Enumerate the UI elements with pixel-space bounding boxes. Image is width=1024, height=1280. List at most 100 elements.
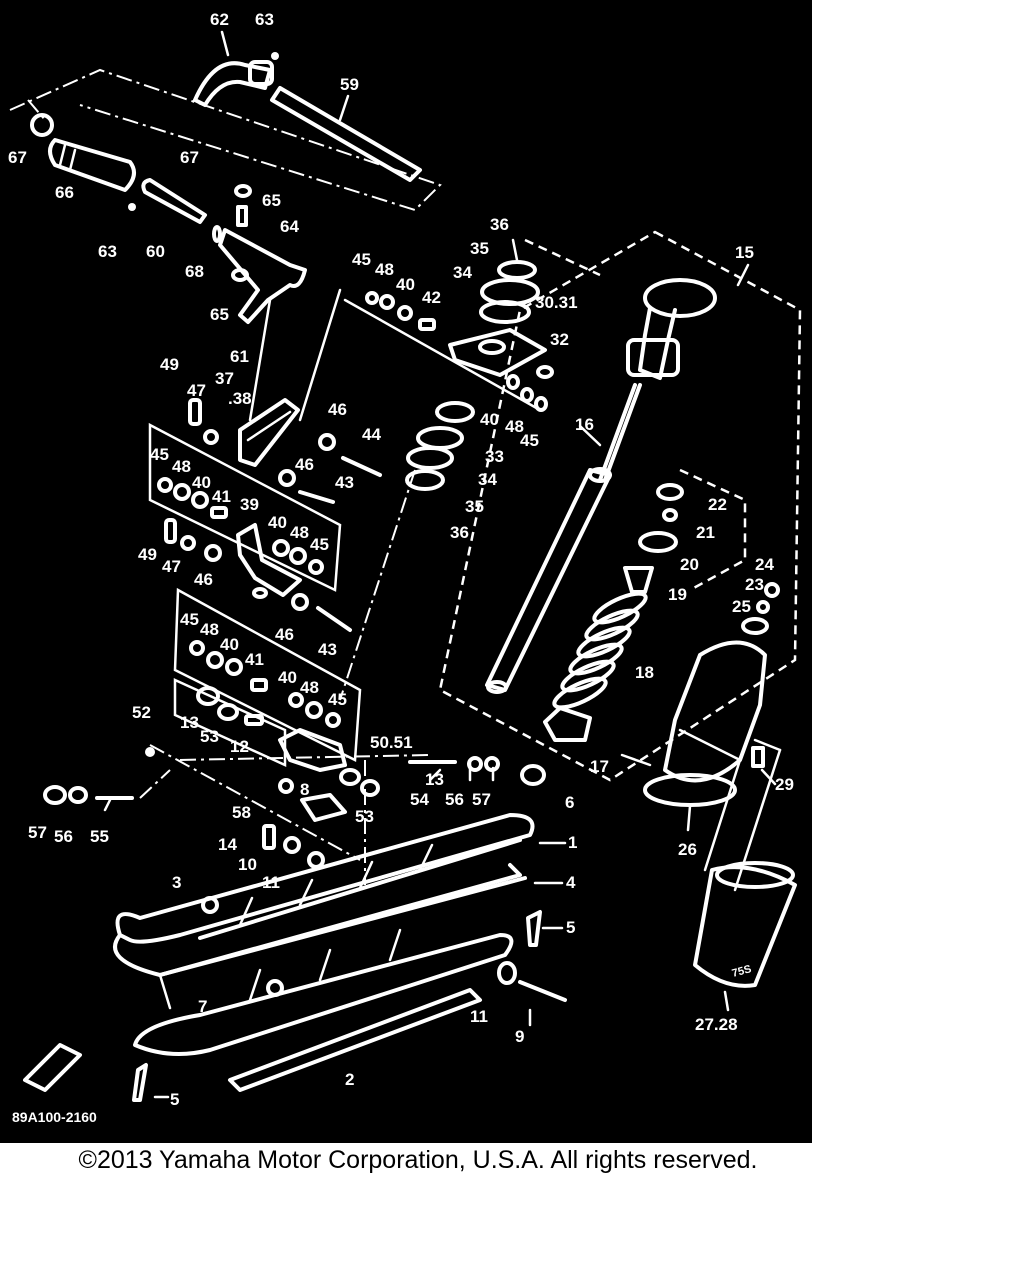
callout-20: 20 bbox=[680, 555, 699, 574]
torque-arm-assembly bbox=[30, 52, 422, 467]
callout-48-top: 48 bbox=[375, 260, 394, 279]
callout-45-lower-left: 45 bbox=[180, 610, 199, 629]
callout-64: 64 bbox=[280, 217, 299, 236]
callout-65-top: 65 bbox=[262, 191, 281, 210]
callout-58: 58 bbox=[232, 803, 251, 822]
callout-5-right: 5 bbox=[566, 918, 575, 937]
callout-25: 25 bbox=[732, 597, 751, 616]
callout-67-left: 67 bbox=[8, 148, 27, 167]
callout-41-top: 41 bbox=[212, 487, 231, 506]
callout-27-28: 27.28 bbox=[695, 1015, 738, 1034]
callout-40-right: 40 bbox=[268, 513, 287, 532]
callout-45-mid: 45 bbox=[520, 431, 539, 450]
slide-rail bbox=[23, 813, 567, 1102]
callout-62: 62 bbox=[210, 10, 229, 29]
callout-13-right: 13 bbox=[425, 770, 444, 789]
callout-68: 68 bbox=[185, 262, 204, 281]
callout-46-d: 46 bbox=[275, 625, 294, 644]
callout-1: 1 bbox=[568, 833, 577, 852]
callout-42: 42 bbox=[422, 288, 441, 307]
callout-18: 18 bbox=[635, 663, 654, 682]
callout-47-lower: 47 bbox=[162, 557, 181, 576]
callout-48-left: 48 bbox=[172, 457, 191, 476]
callout-57-right: 57 bbox=[472, 790, 491, 809]
callout-labels: 62 63 59 67 67 66 65 64 63 60 68 65 61 3… bbox=[8, 10, 794, 1125]
callout-43-lower: 43 bbox=[318, 640, 337, 659]
callout-33: 33 bbox=[485, 447, 504, 466]
callout-63-top: 63 bbox=[255, 10, 274, 29]
callout-53-left: 53 bbox=[200, 727, 219, 746]
callout-46-a: 46 bbox=[328, 400, 347, 419]
callout-44: 44 bbox=[362, 425, 381, 444]
callout-46-b: 46 bbox=[295, 455, 314, 474]
callout-13-left: 13 bbox=[180, 713, 199, 732]
callout-40-left: 40 bbox=[192, 473, 211, 492]
callout-45-left: 45 bbox=[150, 445, 169, 464]
callout-49-top: 49 bbox=[160, 355, 179, 374]
callout-52: 52 bbox=[132, 703, 151, 722]
callout-29: 29 bbox=[775, 775, 794, 794]
callout-66: 66 bbox=[55, 183, 74, 202]
callout-50-51: 50.51 bbox=[370, 733, 413, 752]
callout-35-lower: 35 bbox=[465, 497, 484, 516]
callout-4: 4 bbox=[566, 873, 576, 892]
callout-15: 15 bbox=[735, 243, 754, 262]
callout-39: 39 bbox=[240, 495, 259, 514]
group-outlines bbox=[9, 68, 802, 892]
callout-60: 60 bbox=[146, 242, 165, 261]
copyright-notice: ©2013 Yamaha Motor Corporation, U.S.A. A… bbox=[78, 1146, 758, 1174]
callout-41-lower: 41 bbox=[245, 650, 264, 669]
center-links bbox=[43, 398, 546, 869]
callout-53-right: 53 bbox=[355, 807, 374, 826]
callout-48-lower-right: 48 bbox=[300, 678, 319, 697]
callout-47-top: 47 bbox=[187, 381, 206, 400]
callout-3: 3 bbox=[172, 873, 181, 892]
shock-absorber bbox=[485, 278, 797, 988]
callout-5-lower: 5 bbox=[170, 1090, 179, 1109]
callout-7: 7 bbox=[198, 997, 207, 1016]
callout-23: 23 bbox=[745, 575, 764, 594]
callout-21: 21 bbox=[696, 523, 715, 542]
callout-26: 26 bbox=[678, 840, 697, 859]
callout-8: 8 bbox=[300, 780, 309, 799]
drawing-code: 89A100-2160 bbox=[12, 1109, 97, 1125]
callout-59: 59 bbox=[340, 75, 359, 94]
callout-10: 10 bbox=[238, 855, 257, 874]
callout-11-lower: 11 bbox=[470, 1007, 488, 1026]
callout-36-lower: 36 bbox=[450, 523, 469, 542]
callout-11-upper: 11 bbox=[262, 873, 280, 892]
callout-40-top: 40 bbox=[396, 275, 415, 294]
callout-9: 9 bbox=[515, 1027, 524, 1046]
callout-45-top: 45 bbox=[352, 250, 371, 269]
callout-65-lower: 65 bbox=[210, 305, 229, 324]
callout-43-top: 43 bbox=[335, 473, 354, 492]
callout-45-lower-right: 45 bbox=[328, 690, 347, 709]
callout-45-right: 45 bbox=[310, 535, 329, 554]
callout-48-lower-left: 48 bbox=[200, 620, 219, 639]
callout-63-left: 63 bbox=[98, 242, 117, 261]
callout-32: 32 bbox=[550, 330, 569, 349]
callout-2: 2 bbox=[345, 1070, 354, 1089]
callout-30-31: 30.31 bbox=[535, 293, 578, 312]
callout-16: 16 bbox=[575, 415, 594, 434]
callout-40-lower-right: 40 bbox=[278, 668, 297, 687]
callout-67-right: 67 bbox=[180, 148, 199, 167]
callout-34-top: 34 bbox=[453, 263, 472, 282]
exploded-view-drawing: 62 63 59 67 67 66 65 64 63 60 68 65 61 3… bbox=[8, 10, 802, 1125]
callout-22: 22 bbox=[708, 495, 727, 514]
callout-56-right: 56 bbox=[445, 790, 464, 809]
callout-61: 61 bbox=[230, 347, 249, 366]
callout-12: 12 bbox=[230, 737, 249, 756]
callout-24: 24 bbox=[755, 555, 774, 574]
callout-37: 37 bbox=[215, 369, 234, 388]
callout-6: 6 bbox=[565, 793, 574, 812]
spring-coils bbox=[552, 591, 648, 710]
callout-46-c: 46 bbox=[194, 570, 213, 589]
callout-48-mid: 48 bbox=[505, 417, 524, 436]
callout-49-lower: 49 bbox=[138, 545, 157, 564]
callout-36-top: 36 bbox=[490, 215, 509, 234]
callout-40-mid: 40 bbox=[480, 410, 499, 429]
callout-48-right: 48 bbox=[290, 523, 309, 542]
callout-14: 14 bbox=[218, 835, 237, 854]
callout-19: 19 bbox=[668, 585, 687, 604]
